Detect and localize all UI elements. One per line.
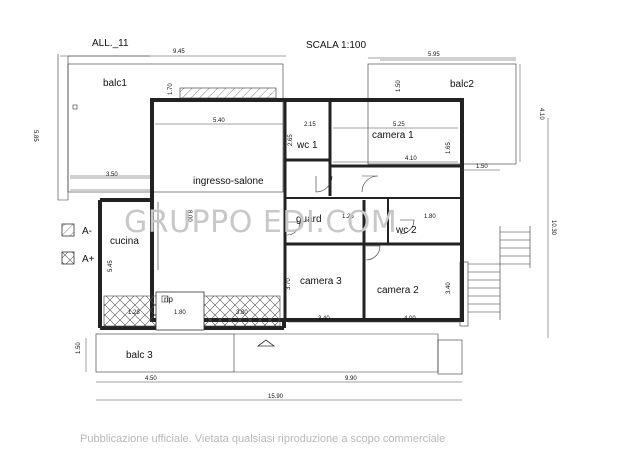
exterior-stairs [459, 226, 531, 327]
dim-bot-990: 9.90 [345, 376, 357, 382]
sheet-label: ALL._11 [92, 38, 129, 49]
dim-cam2-340: 3.40 [446, 282, 452, 294]
room-camera2: camera 2 [377, 285, 419, 296]
legend-a-plus: A+ [82, 254, 95, 265]
dim-cucina-545: 5.45 [108, 260, 114, 272]
legend: A- A+ [61, 223, 95, 265]
dim-bottom-380: 3.80 [236, 310, 248, 316]
balcony-2: balc2 [367, 59, 521, 165]
dim-balc2-150b: 1.50 [476, 164, 488, 170]
dim-right-1030: 10.30 [550, 220, 556, 236]
balcony-3: 1.50 balc 3 [76, 333, 463, 375]
room-balc2: balc2 [450, 79, 474, 90]
room-camera1: camera 1 [372, 130, 414, 141]
dim-balc3-150: 1.50 [76, 342, 82, 354]
dim-top-945: 9.45 [173, 49, 185, 55]
dim-bottom-128: 1.28 [128, 310, 140, 316]
dim-cam1-410: 4.10 [405, 156, 417, 162]
dim-wc1-265: 2.65 [288, 134, 294, 146]
dim-bot-1590: 15.90 [268, 394, 284, 400]
room-guard: guard [296, 214, 322, 225]
dim-wc2-180: 1.80 [424, 214, 436, 220]
kitchen-area: rip [103, 202, 281, 331]
room-rip: rip [164, 295, 173, 304]
watermark: GRUPPO EDI.COM [124, 205, 397, 240]
legend-a-minus: A- [82, 226, 92, 237]
room-balc1: balc1 [103, 78, 127, 89]
dim-wc1-215: 2.15 [304, 122, 316, 128]
dim-salone-540: 5.40 [213, 118, 225, 124]
doors [286, 175, 415, 261]
dim-cucina-350: 3.50 [106, 172, 118, 178]
dim-balc2-150: 1.50 [396, 80, 402, 92]
room-ingresso-salone: ingresso-salone [193, 176, 264, 187]
dim-cam1-165: 1.65 [446, 142, 452, 154]
dim-bottom-180: 1.80 [174, 310, 186, 316]
dim-right-410: 4.10 [538, 108, 544, 120]
room-wc2: wc 2 [395, 225, 417, 236]
room-camera3: camera 3 [300, 276, 342, 287]
dim-left-585: 5.85 [32, 130, 38, 142]
dim-cam3-370: 3.70 [286, 278, 292, 290]
dim-cam1-525: 5.25 [393, 122, 405, 128]
dim-bottom-340: 3.40 [318, 316, 330, 322]
scale-label: SCALA 1:100 [306, 40, 366, 51]
room-cucina: cucina [110, 236, 139, 247]
dim-top-595: 5.95 [428, 52, 440, 58]
dim-bot-450: 4.50 [145, 376, 157, 382]
interior-walls [283, 102, 460, 318]
dim-guard-125: 1.25 [342, 214, 354, 220]
dim-bottom-400: 4.00 [404, 316, 416, 322]
room-balc3: balc 3 [126, 350, 153, 361]
room-wc1: wc 1 [296, 140, 318, 151]
dim-balc1-170: 1.70 [168, 83, 174, 95]
footer-notice: Pubblicazione ufficiale. Vietata qualsia… [80, 433, 445, 445]
dim-salone-800: 8.00 [186, 210, 192, 222]
